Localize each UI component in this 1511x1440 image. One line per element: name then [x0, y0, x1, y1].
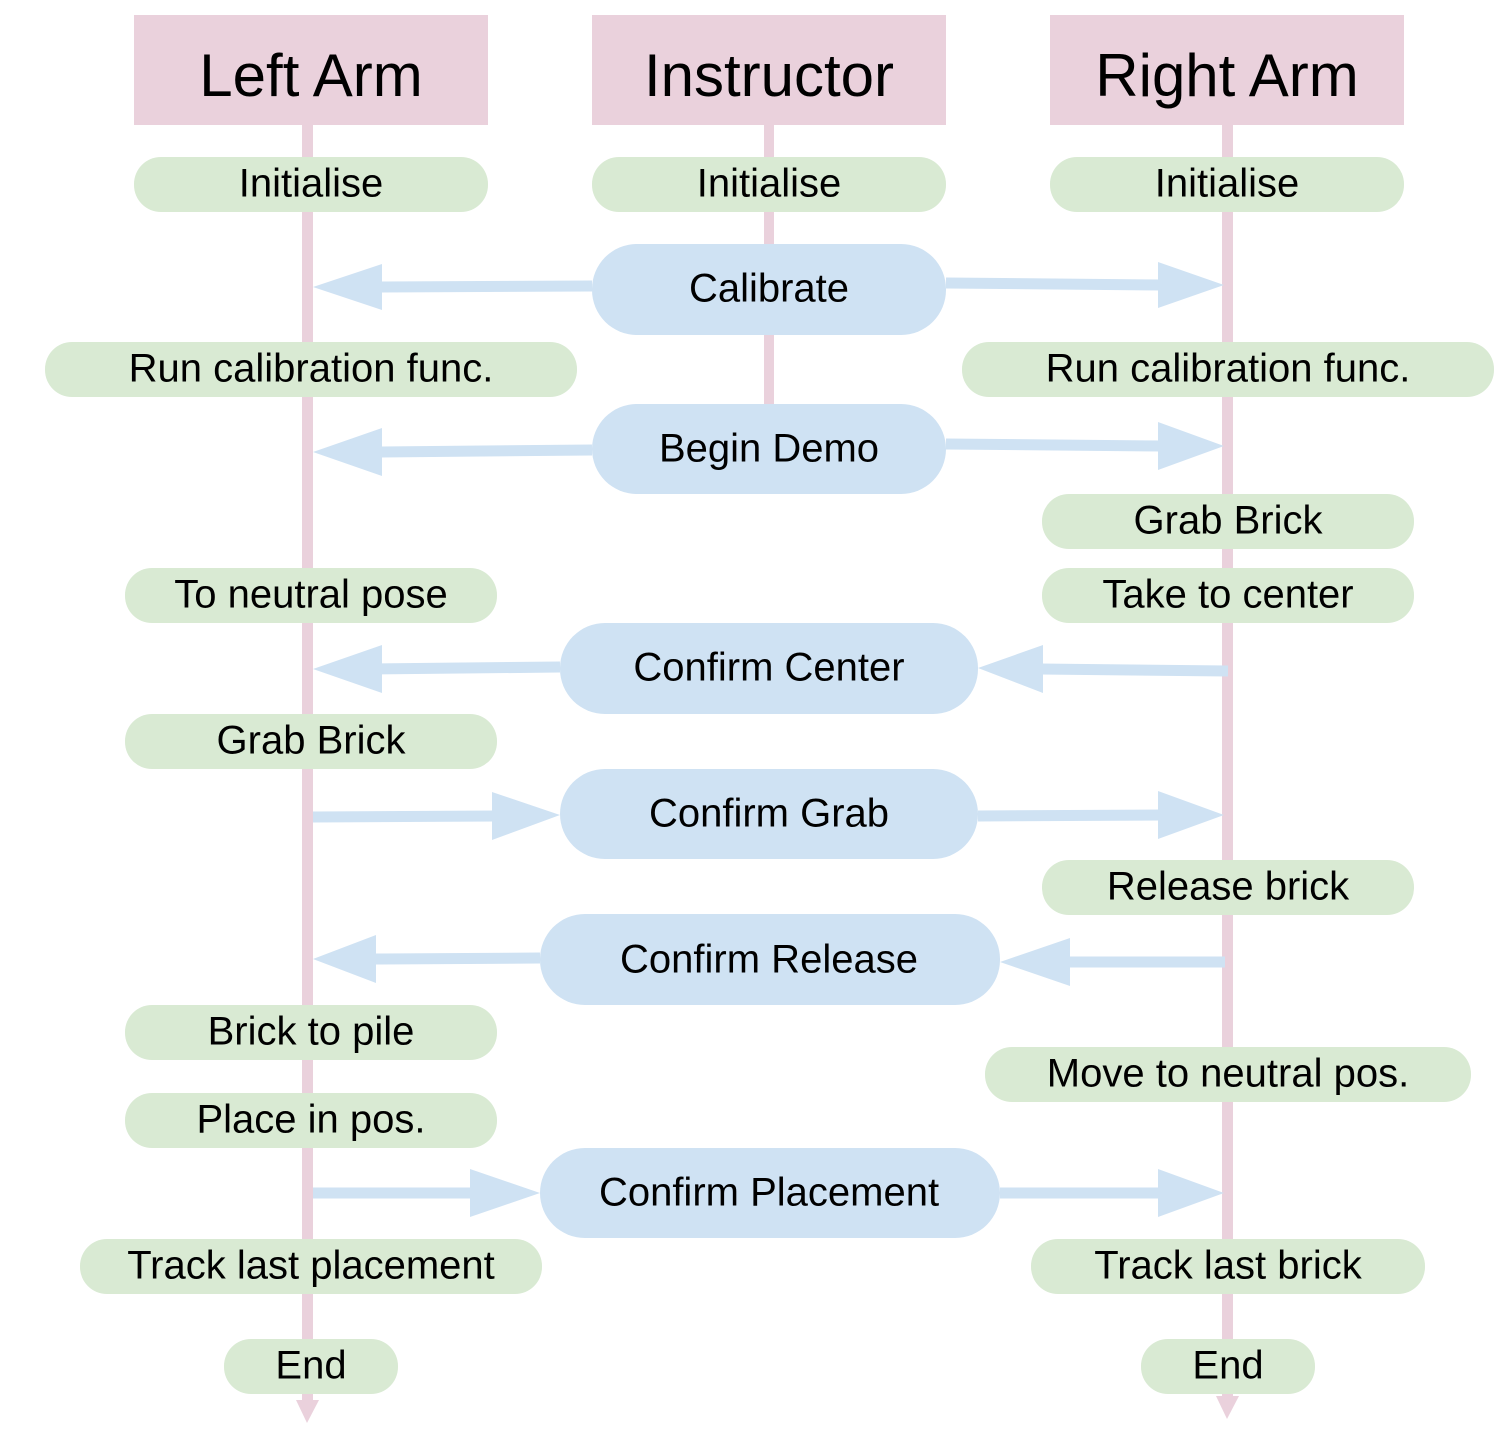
step-right-move-to-neutral-label: Move to neutral pos.: [1047, 1052, 1409, 1096]
step-right-take-to-center: Take to center: [1042, 568, 1414, 623]
step-left-brick-to-pile-label: Brick to pile: [208, 1010, 415, 1054]
step-left-brick-to-pile: Brick to pile: [125, 1005, 497, 1060]
step-right-track-last-brick-label: Track last brick: [1094, 1244, 1362, 1288]
step-left-end: End: [224, 1339, 398, 1394]
step-left-end-label: End: [275, 1344, 346, 1388]
arrow-confirm-placement-to-right-arm: [1000, 1169, 1224, 1217]
lane-header-instructor-box: [592, 15, 946, 125]
message-confirm-release-label: Confirm Release: [620, 938, 918, 982]
arrow-right-arm-to-confirm-center: [978, 645, 1229, 693]
message-confirm-placement-label: Confirm Placement: [599, 1171, 939, 1215]
step-right-initialise: Initialise: [1050, 157, 1404, 212]
message-arrows: [312, 262, 1229, 1217]
lane-header-right-arm-box: [1050, 15, 1404, 125]
step-right-track-last-brick: Track last brick: [1031, 1239, 1425, 1294]
message-confirm-grab: Confirm Grab: [560, 769, 978, 859]
step-right-move-to-neutral: Move to neutral pos.: [985, 1047, 1471, 1102]
message-begin-demo: Begin Demo: [592, 404, 946, 494]
arrow-confirm-release-to-left-arm: [313, 935, 541, 983]
arrow-calibrate-to-right-arm: [945, 262, 1224, 308]
step-right-initialise-label: Initialise: [1155, 162, 1300, 206]
message-nodes: Calibrate Begin Demo Confirm Center Conf…: [540, 244, 1000, 1238]
arrow-begin-demo-to-left-arm: [313, 428, 593, 476]
lane-header-right-arm-label: Right Arm: [1095, 42, 1358, 109]
step-instructor-initialise-label: Initialise: [697, 162, 842, 206]
lane-header-left-arm-box: [134, 15, 488, 125]
lane-header-left-arm-label: Left Arm: [199, 42, 422, 109]
arrow-left-arm-to-confirm-grab: [312, 792, 560, 840]
step-nodes: Initialise Initialise Initialise Run cal…: [45, 157, 1494, 1394]
arrow-confirm-grab-to-right-arm: [977, 791, 1224, 839]
right-arm-lifeline: [1222, 125, 1233, 1400]
message-confirm-center: Confirm Center: [560, 623, 978, 714]
lane-header-right-arm: Right Arm: [1050, 15, 1404, 125]
lane-headers: Left Arm Instructor Right Arm: [134, 15, 1404, 125]
arrow-calibrate-to-left-arm: [313, 264, 593, 310]
step-right-grab-brick: Grab Brick: [1042, 494, 1414, 549]
step-left-run-calibration: Run calibration func.: [45, 342, 577, 397]
message-confirm-placement: Confirm Placement: [540, 1148, 1000, 1238]
step-right-end: End: [1141, 1339, 1315, 1394]
step-left-place-in-pos-label: Place in pos.: [196, 1098, 425, 1142]
message-confirm-release: Confirm Release: [540, 914, 1000, 1005]
message-begin-demo-label: Begin Demo: [659, 427, 879, 471]
arrow-confirm-center-to-left-arm: [313, 645, 561, 693]
message-calibrate-label: Calibrate: [689, 267, 849, 311]
message-confirm-center-label: Confirm Center: [633, 646, 904, 690]
step-left-track-last-placement-label: Track last placement: [127, 1244, 495, 1288]
step-left-grab-brick-label: Grab Brick: [217, 719, 407, 763]
arrow-left-arm-to-confirm-placement: [313, 1169, 540, 1217]
step-right-take-to-center-label: Take to center: [1102, 573, 1353, 617]
step-right-end-label: End: [1192, 1344, 1263, 1388]
step-right-run-calibration: Run calibration func.: [962, 342, 1494, 397]
step-left-initialise: Initialise: [134, 157, 488, 212]
step-right-run-calibration-label: Run calibration func.: [1046, 347, 1411, 391]
left-arm-lifeline-arrowhead: [296, 1400, 319, 1423]
right-arm-lifeline-arrowhead: [1216, 1396, 1239, 1419]
step-left-grab-brick: Grab Brick: [125, 714, 497, 769]
arrow-begin-demo-to-right-arm: [945, 422, 1224, 470]
step-left-to-neutral-pose: To neutral pose: [125, 568, 497, 623]
lane-header-instructor: Instructor: [592, 15, 946, 125]
step-right-release-brick-label: Release brick: [1107, 865, 1350, 909]
step-instructor-initialise: Initialise: [592, 157, 946, 212]
arrow-right-arm-to-confirm-release: [1000, 938, 1225, 986]
step-left-track-last-placement: Track last placement: [80, 1239, 542, 1294]
step-left-to-neutral-pose-label: To neutral pose: [174, 573, 448, 617]
message-calibrate: Calibrate: [592, 244, 946, 335]
step-left-run-calibration-label: Run calibration func.: [129, 347, 494, 391]
message-confirm-grab-label: Confirm Grab: [649, 792, 889, 836]
step-right-release-brick: Release brick: [1042, 860, 1414, 915]
step-left-initialise-label: Initialise: [239, 162, 384, 206]
step-left-place-in-pos: Place in pos.: [125, 1093, 497, 1148]
lane-header-left-arm: Left Arm: [134, 15, 488, 125]
step-right-grab-brick-label: Grab Brick: [1134, 499, 1324, 543]
lane-header-instructor-label: Instructor: [644, 42, 894, 109]
